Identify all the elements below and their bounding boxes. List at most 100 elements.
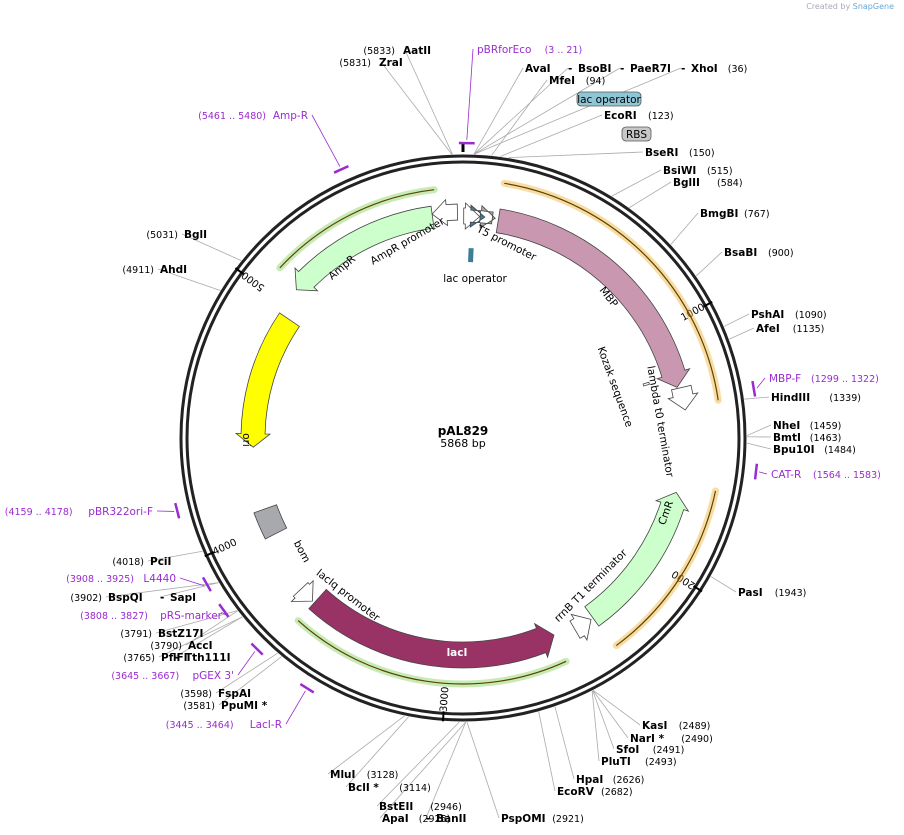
primer-label-l4440: L4440 <box>143 573 176 585</box>
ruler-tick-2000 <box>693 585 703 593</box>
feature-label-laci: lacI <box>447 647 468 659</box>
primer-mark-prs-marker <box>218 603 230 618</box>
ruler-tick-5000 <box>234 267 245 275</box>
boxed-label-rbs-box <box>621 126 652 142</box>
enzyme-pos-pasi: (1943) <box>775 588 807 599</box>
enzyme-dash-tth111i: - <box>175 652 179 664</box>
enzyme-leader-bseri <box>508 151 644 159</box>
enzyme-leader-pasi <box>710 576 737 593</box>
enzyme-leader-bcli <box>345 716 409 788</box>
enzyme-bstz17i: BstZ17I <box>158 628 203 640</box>
enzyme-bmti: BmtI <box>773 432 801 444</box>
plasmid-length: 5868 bp <box>440 437 485 450</box>
feature-lac-operator <box>469 204 486 228</box>
enzyme-leader-sapi <box>159 582 219 598</box>
primer-pos-pbr322ori-f: (4159 .. 4178) <box>5 507 73 518</box>
enzyme-leader-pluti <box>591 690 600 762</box>
enzyme-pos-nhei: (1459) <box>810 421 842 432</box>
enzyme-pos-bsteii: (2946) <box>430 802 462 813</box>
enzyme-pcii: PciI <box>150 556 171 568</box>
enzyme-apai: ApaI <box>382 813 409 825</box>
ruler-label-4000: 4000 <box>211 537 239 558</box>
boxed-label-lac-operator: lac operator <box>577 94 641 106</box>
enzyme-ecori: EcoRI <box>604 110 637 122</box>
enzyme-hindiii: HindIII <box>771 392 810 404</box>
primer-pos-l4440: (3908 .. 3925) <box>66 574 134 585</box>
primer-label-laci-r: LacI-R <box>250 719 282 731</box>
enzyme-leader-hpai <box>554 706 575 780</box>
enzyme-pos-zrai: (5831) <box>339 58 371 69</box>
primer-pos-prs-marker: (3808 .. 3827) <box>80 611 148 622</box>
enzyme-leader-ecori <box>500 114 603 157</box>
enzyme-pos-fspai: (3598) <box>180 689 212 700</box>
ruler-label-5000: 5000 <box>240 269 267 293</box>
primer-pos-pgex-3: (3645 .. 3667) <box>111 671 179 682</box>
feature-label-ori: ori <box>240 433 252 447</box>
enzyme-leader-bglii <box>629 181 672 209</box>
enzyme-pos-pcii: (4018) <box>112 557 144 568</box>
enzyme-dash-bsobi: - <box>568 63 572 75</box>
enzyme-pos-kasi: (2489) <box>679 721 711 732</box>
backbone-inner-ring <box>185 160 741 716</box>
enzyme-pos-mfei: (94) <box>586 76 606 87</box>
enzyme-leader-banii <box>425 721 467 819</box>
mbp-orf-line <box>504 182 719 401</box>
enzyme-dash-banii: - <box>426 813 430 825</box>
cmr-orf-line <box>615 490 717 647</box>
enzyme-leader-mfei <box>491 79 548 156</box>
feature-ampr-promoter <box>431 198 459 227</box>
enzyme-pos-ahdi: (4911) <box>122 265 154 276</box>
enzyme-pos-bsabi: (900) <box>768 248 794 259</box>
enzyme-pos-pluti: (2493) <box>645 757 677 768</box>
feature-mbp <box>495 208 691 388</box>
enzyme-pos-bpu10i: (1484) <box>824 445 856 456</box>
enzyme-pos-apai: (2925) <box>419 814 451 825</box>
enzyme-pos-hindiii: (1339) <box>829 393 861 404</box>
enzyme-leader-pflfi <box>158 616 243 658</box>
primer-pos-pbrforeco: (3 .. 21) <box>545 45 583 56</box>
feature-cmr <box>584 491 690 627</box>
enzyme-nhei: NheI <box>773 420 800 432</box>
enzyme-pspomi: PspOMI <box>501 813 546 825</box>
primer-leader-laci-r <box>285 690 306 725</box>
enzyme-pos-sfoi: (2491) <box>653 745 685 756</box>
enzyme-leader-fspai <box>215 652 278 694</box>
enzyme-bmgbi: BmgBI <box>700 208 738 220</box>
enzyme-leader-bsobi <box>473 67 569 155</box>
primer-label-cat-r: CAT-R <box>771 469 801 481</box>
enzyme-leader-lines <box>105 49 772 819</box>
enzyme-dash-paer7i: - <box>620 63 624 75</box>
ruler-tick-4000 <box>204 551 215 558</box>
feature-rrnb-t1-terminator <box>569 613 592 642</box>
feature-label-lacop_inner: lac operator <box>443 273 507 285</box>
enzyme-ahdi: AhdI <box>160 264 187 276</box>
enzyme-pos-aatii: (5833) <box>363 46 395 57</box>
enzyme-leader-tth111i <box>174 616 243 658</box>
enzyme-leader-bpu10i <box>746 442 772 450</box>
primer-label-prs-marker: pRS-marker <box>160 610 223 622</box>
primer-label-pbrforeco: pBRforEco <box>477 44 531 56</box>
enzyme-pluti: PluTI <box>601 756 631 768</box>
enzyme-pshai: PshAI <box>751 309 784 321</box>
enzyme-pos-hpai: (2626) <box>613 775 645 786</box>
primer-mark-pbr322ori-f <box>174 502 181 519</box>
enzyme-leader-bmgbi <box>670 212 699 245</box>
enzyme-bpu10i: Bpu10I <box>773 444 815 456</box>
enzyme-hpai: HpaI <box>576 774 603 786</box>
enzyme-leader-bsteii <box>376 721 460 807</box>
primer-mark-amp-r <box>333 165 349 174</box>
enzyme-bspqi: BspQI <box>108 592 143 604</box>
primer-leader-pbrforeco <box>466 48 474 141</box>
enzyme-pos-bcli: (3114) <box>399 783 431 794</box>
feature-ori <box>234 312 300 448</box>
boxed-label-rbs: RBS <box>626 129 647 141</box>
enzyme-fspai: FspAI <box>218 688 251 700</box>
enzyme-leader-mlui <box>327 715 405 775</box>
enzyme-leader-bsiwi <box>611 169 662 197</box>
enzyme-pos-bspqi: (3902) <box>70 593 102 604</box>
enzyme-leader-xhoi <box>473 67 682 155</box>
enzyme-leader-ppumi <box>218 656 282 706</box>
enzyme-leader-sfoi <box>592 690 615 750</box>
enzyme-leader-pshai <box>723 313 750 327</box>
